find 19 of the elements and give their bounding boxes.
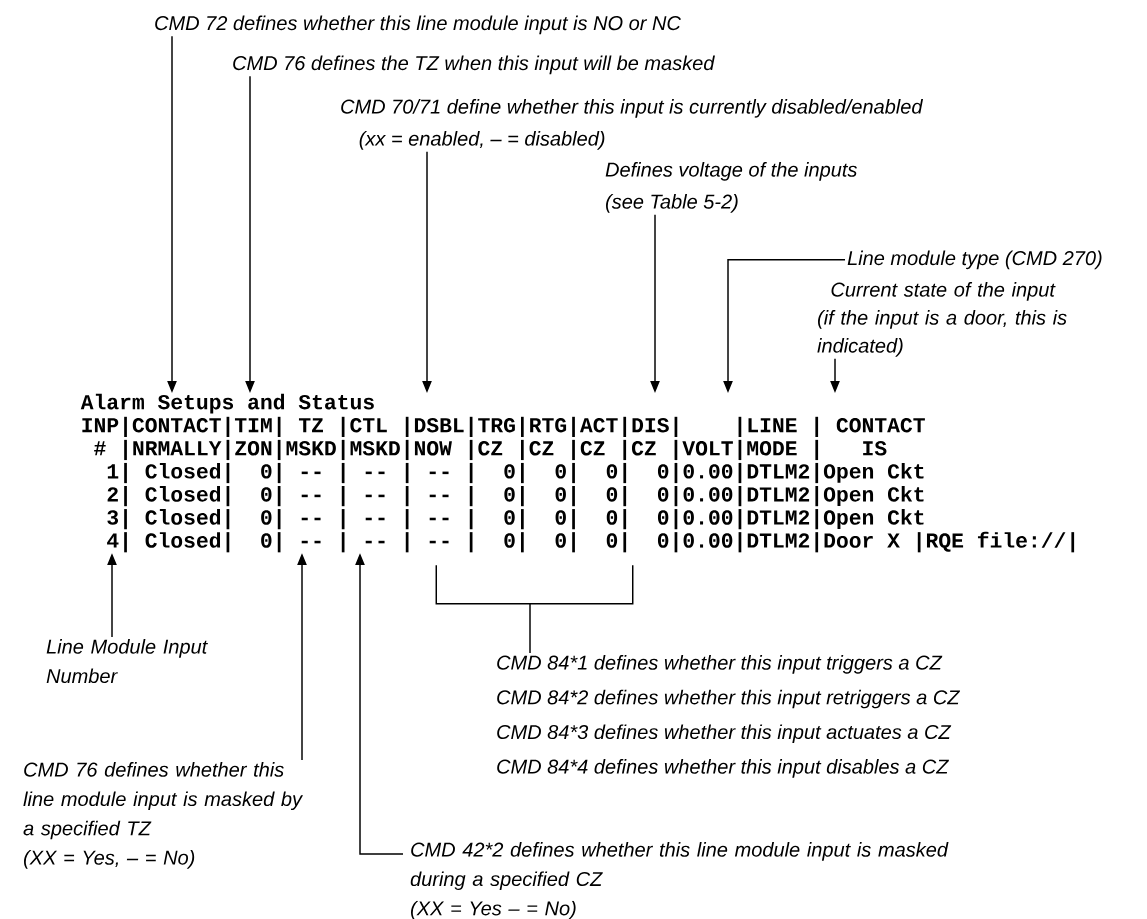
- terminal-line: # |NRMALLY|ZON|MSKD|MSKD|NOW |CZ |CZ |CZ |CZ |VOLT|MODE | IS: [94, 439, 887, 461]
- annotation-text: CMD 42*2 defines whether this line module input is masked during a specified CZ (XX = Yes – = No): [410, 842, 949, 919]
- annotation-text: Line module type (CMD 270): [847, 250, 1102, 270]
- annotation-text: CMD 84*1 defines whether this input triggers a CZ CMD 84*2 defines whether this input retriggers a CZ CMD 84*3 defines whether this input actuates a CZ CMD 84*4 defines whether this input disables a CZ: [497, 655, 961, 778]
- terminal-line: 1| Closed| 0| -- | -- | -- | 0| 0| 0| 0|0.00|DTLM2|Open Ckt: [107, 462, 924, 484]
- annotation-text: CMD 76 defines whether this line module input is masked by a specified TZ (XX = Yes, – = No): [23, 762, 304, 869]
- annotation-text: CMD 70/71 define whether this input is currently disabled/enabled (xx = enabled, – = disabled): [341, 99, 924, 150]
- annotation-text: Current state of the input (if the input is a door, this is indicated): [817, 282, 1067, 357]
- leader-line: [529, 603, 531, 654]
- terminal-line: 2| Closed| 0| -- | -- | -- | 0| 0| 0| 0|0.00|DTLM2|Open Ckt: [107, 486, 924, 507]
- terminal-line: 3| Closed| 0| -- | -- | -- | 0| 0| 0| 0|0.00|DTLM2|Open Ckt: [107, 509, 924, 530]
- annotation-text: CMD 72 defines whether this line module input is NO or NC: [155, 15, 681, 35]
- annotation-text: Defines voltage of the inputs (see Table 5-2): [605, 162, 857, 213]
- terminal-line: INP|CONTACT|TIM| TZ |CTL |DSBL|TRG|RTG|ACT|DIS| |LINE | CONTACT: [82, 416, 925, 437]
- terminal-line: 4| Closed| 0| -- | -- | -- | 0| 0| 0| 0|0.00|DTLM2|Door X |RQE file://|: [107, 531, 1075, 553]
- bracket: [435, 564, 634, 605]
- terminal-line: Alarm Setups and Status: [80, 393, 374, 414]
- annotation-text: Line Module Input Number: [46, 639, 208, 684]
- annotation-text: CMD 76 defines the TZ when this input will be masked: [233, 55, 715, 75]
